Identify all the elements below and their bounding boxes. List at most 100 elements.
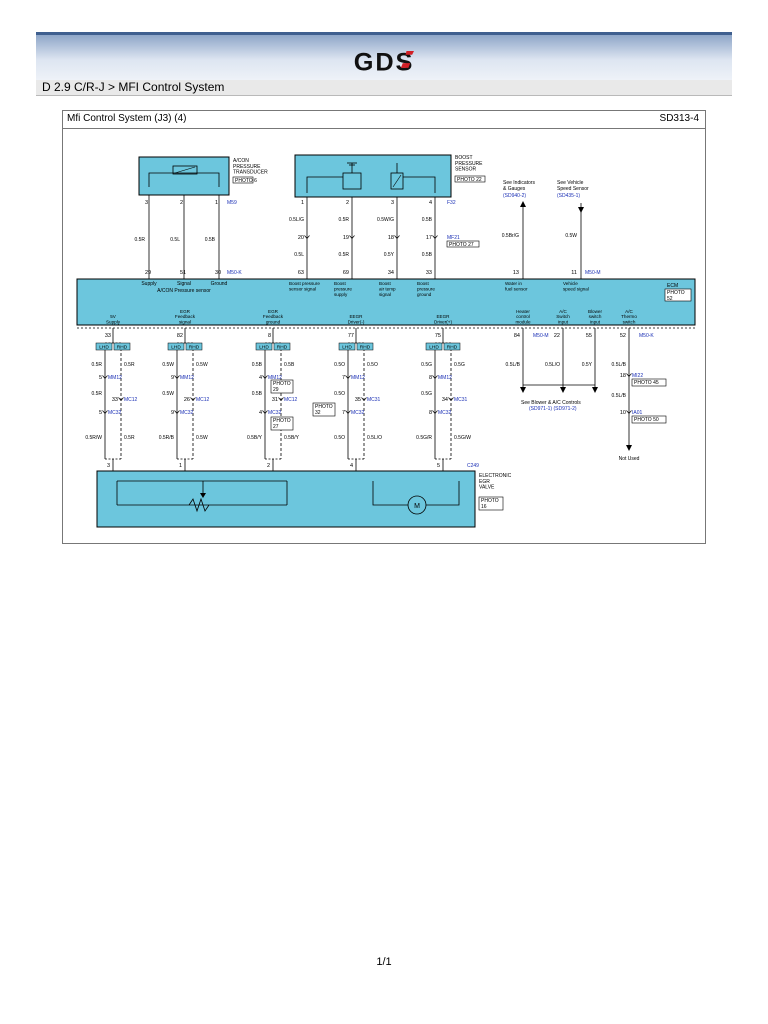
- ecm-top-label: speed signal: [563, 286, 589, 291]
- acon-photo-box: [232, 176, 254, 184]
- egr-lhd-wire-color: 0.5O: [334, 362, 345, 368]
- ecm-top-label: sensor signal: [289, 286, 316, 291]
- boost-mid-connector: [394, 235, 400, 240]
- egr-valve-pin: 1: [179, 463, 182, 469]
- boost-mid-photo-box: [446, 240, 480, 248]
- acon-pin: 2: [180, 200, 183, 206]
- photo-45: PHOTO 45: [634, 380, 659, 386]
- ecm-bottom-label: input: [590, 320, 601, 325]
- egr-valve-pin: 5: [437, 463, 440, 469]
- ecm-bottom-label: input: [558, 320, 569, 325]
- acon-transducer-box: [138, 156, 230, 196]
- ecm-bottom-label: module: [515, 320, 531, 325]
- arrow-down: [578, 207, 584, 213]
- rhd-badge: [113, 342, 131, 351]
- mc32-code: MC32: [351, 410, 365, 416]
- thermo-wire-color: 0.5L/B: [612, 393, 627, 399]
- mc12-connector: [190, 397, 196, 402]
- indicators-wire-color: 0.5Br/G: [502, 233, 519, 239]
- mm12-pin: 4: [259, 375, 262, 381]
- arrow-down: [592, 387, 598, 393]
- boost-sensor-box: [294, 154, 452, 198]
- mc12-pin: 34: [442, 397, 448, 403]
- arrow-down: [560, 387, 566, 393]
- boost-pin: 1: [301, 200, 304, 206]
- egr-rhd-wire-color: 0.5B: [284, 362, 295, 368]
- ecm-bottom-label: Thermo: [621, 314, 637, 319]
- logo-accent-shape: [400, 50, 414, 68]
- egr-rhd-wire-color: 0.5B/Y: [284, 435, 300, 441]
- egr-lhd-wire-color: 0.5R/B: [159, 435, 175, 441]
- lhd-badge: [95, 342, 113, 351]
- acon-label: PRESSURE: [233, 164, 261, 170]
- lhd-label: LHD: [429, 345, 439, 351]
- lhd-label: LHD: [342, 345, 352, 351]
- mc12-code: MC12: [124, 397, 138, 403]
- ecm-bottom-label: Driver(+): [434, 320, 452, 325]
- egr-valve-connector: C249: [467, 463, 479, 469]
- ecm-label: ECM: [667, 283, 678, 289]
- ecm-bottom-label: switch: [589, 314, 602, 319]
- boost-wire-color: 0.5L/G: [289, 217, 304, 223]
- ecm-bottom-label: 5V: [110, 314, 117, 319]
- egr-lhd-wire-color: 0.5O: [334, 391, 345, 397]
- not-used-label: Not Used: [619, 456, 640, 462]
- mm12-code: MM12: [268, 375, 282, 381]
- vss-ref: (SD435-1): [557, 193, 580, 199]
- acon-photo: PHOTO 6: [235, 178, 257, 184]
- egr-lhd-wire-color: 0.5R/W: [85, 435, 102, 441]
- ecm-bottom-label: Switch: [556, 314, 570, 319]
- diagram-header: Mfi Control System (J3) (4) SD313-4: [63, 111, 705, 129]
- vss-label: Speed Sensor: [557, 186, 589, 192]
- ecm-bottom-label: Driver(-): [348, 320, 365, 325]
- boost-pin: 3: [391, 200, 394, 206]
- motor-label: M: [414, 503, 420, 510]
- lhd-badge: [425, 342, 443, 351]
- photo-32-box: [312, 402, 336, 417]
- arrow-down: [520, 387, 526, 393]
- rhd-label: RHD: [360, 345, 371, 351]
- mc32-pin: 8: [429, 410, 432, 416]
- mc32-connector: [102, 410, 108, 415]
- ecm-bottom-label: A/C: [559, 309, 567, 314]
- lhd-label: LHD: [171, 345, 181, 351]
- boost-mid-pin: 19: [343, 235, 349, 241]
- mc12-code: MC12: [284, 397, 298, 403]
- mc32-pin: 4: [259, 410, 262, 416]
- ia01-connector: [626, 410, 632, 415]
- egr-lhd-wire-color: 0.5W: [162, 391, 174, 397]
- ecm-bottom-pin: 52: [620, 333, 626, 339]
- acon-label: A/CON: [233, 158, 249, 164]
- egr-rhd-wire-color: 0.5W: [196, 362, 208, 368]
- ecm-bottom-pin: 55: [586, 333, 592, 339]
- acon-label: TRANSDUCER: [233, 170, 268, 176]
- boost-label: SENSOR: [455, 167, 477, 173]
- mc12-pin: 33: [112, 397, 118, 403]
- boost-label: PRESSURE: [455, 161, 483, 167]
- mi22-code: MI22: [632, 373, 643, 379]
- mi22-connector: [626, 373, 632, 378]
- mc32-pin: 7: [342, 410, 345, 416]
- boost-wire-color: 0.5B: [422, 217, 433, 223]
- boost-label: BOOST: [455, 155, 473, 161]
- ecm-bottom-label: EGR: [268, 309, 279, 314]
- egr-valve-pin: 4: [350, 463, 353, 469]
- boost-pin: 4: [429, 200, 432, 206]
- mc32-pin: 9: [171, 410, 174, 416]
- lhd-badge: [167, 342, 185, 351]
- ecm-bottom-pin: 8: [268, 333, 271, 339]
- ecm-bottom-pin: 82: [177, 333, 183, 339]
- photo-27: 27: [273, 424, 279, 430]
- rhd-label: RHD: [277, 345, 288, 351]
- breadcrumb[interactable]: D 2.9 C/R-J > MFI Control System: [42, 80, 225, 94]
- egr-rhd-wire-color: 0.5G/W: [454, 435, 471, 441]
- photo-45-box: [631, 378, 667, 387]
- ecm-bottom-label: signal: [179, 320, 191, 325]
- ecm-pin: 51: [180, 270, 186, 276]
- egr-rhd-wire-color: 0.5O: [367, 362, 378, 368]
- egr-lhd-wire-color: 0.5G/R: [416, 435, 432, 441]
- boost-wire-color: 0.5W/G: [377, 217, 394, 223]
- ecm-top-label: Water in: [505, 281, 522, 286]
- mm12-code: MM12: [351, 375, 365, 381]
